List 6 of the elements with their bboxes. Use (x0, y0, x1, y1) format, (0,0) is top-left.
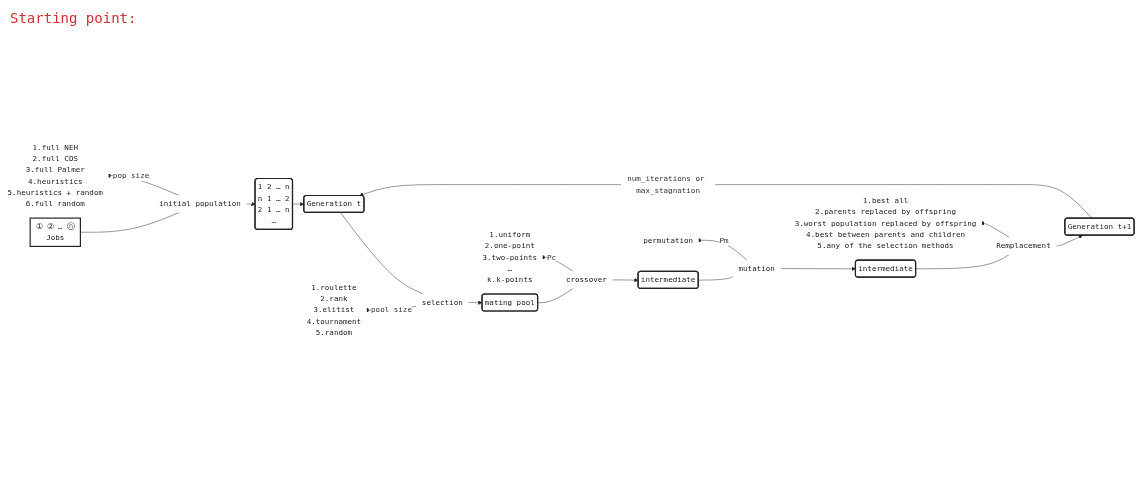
connector (537, 288, 574, 303)
connector (80, 212, 180, 233)
connector (698, 276, 734, 281)
note-text: Starting point: (10, 10, 137, 26)
connector (915, 254, 1010, 269)
connector (340, 212, 424, 295)
